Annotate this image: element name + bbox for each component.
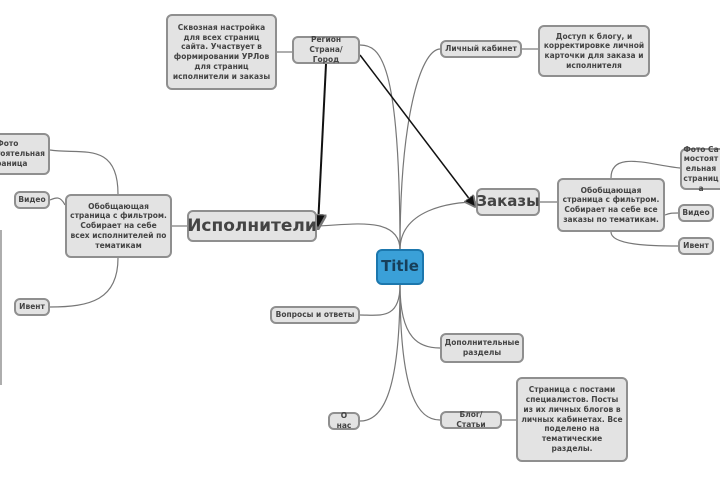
- cabinet-node[interactable]: Личный кабинет: [440, 40, 522, 58]
- orders-node[interactable]: Заказы: [476, 188, 540, 216]
- central-title-node[interactable]: Title: [376, 249, 424, 285]
- extra-sections-node[interactable]: Дополнительные разделы: [440, 333, 524, 363]
- orders-event-node[interactable]: Ивент: [678, 237, 714, 255]
- region-node[interactable]: Регион Страна/Город: [292, 35, 360, 64]
- cabinet-note[interactable]: Доступ к блогу, и корректировке личной к…: [538, 25, 650, 77]
- region-note[interactable]: Сквозная настройка для всех страниц сайт…: [166, 14, 277, 90]
- orders-note[interactable]: Обобщающая страница с фильтром. Собирает…: [557, 178, 665, 232]
- performers-photo-node[interactable]: Фото Самостоятельная страница: [0, 133, 50, 175]
- blog-note[interactable]: Страница с постами специалистов. Посты и…: [516, 377, 628, 462]
- orders-video-node[interactable]: Видео: [678, 204, 714, 222]
- orders-photo-node[interactable]: Фото Самостоятельная страница: [680, 145, 720, 193]
- performers-node[interactable]: Исполнители: [187, 210, 317, 242]
- about-node[interactable]: О нас: [328, 411, 360, 430]
- performers-event-node[interactable]: Ивент: [14, 298, 50, 316]
- blog-node[interactable]: Блог/Статьи: [440, 410, 502, 429]
- performers-video-node[interactable]: Видео: [14, 191, 50, 209]
- faq-node[interactable]: Вопросы и ответы: [270, 306, 360, 324]
- performers-note[interactable]: Обобщающая страница с фильтром. Собирает…: [65, 194, 172, 258]
